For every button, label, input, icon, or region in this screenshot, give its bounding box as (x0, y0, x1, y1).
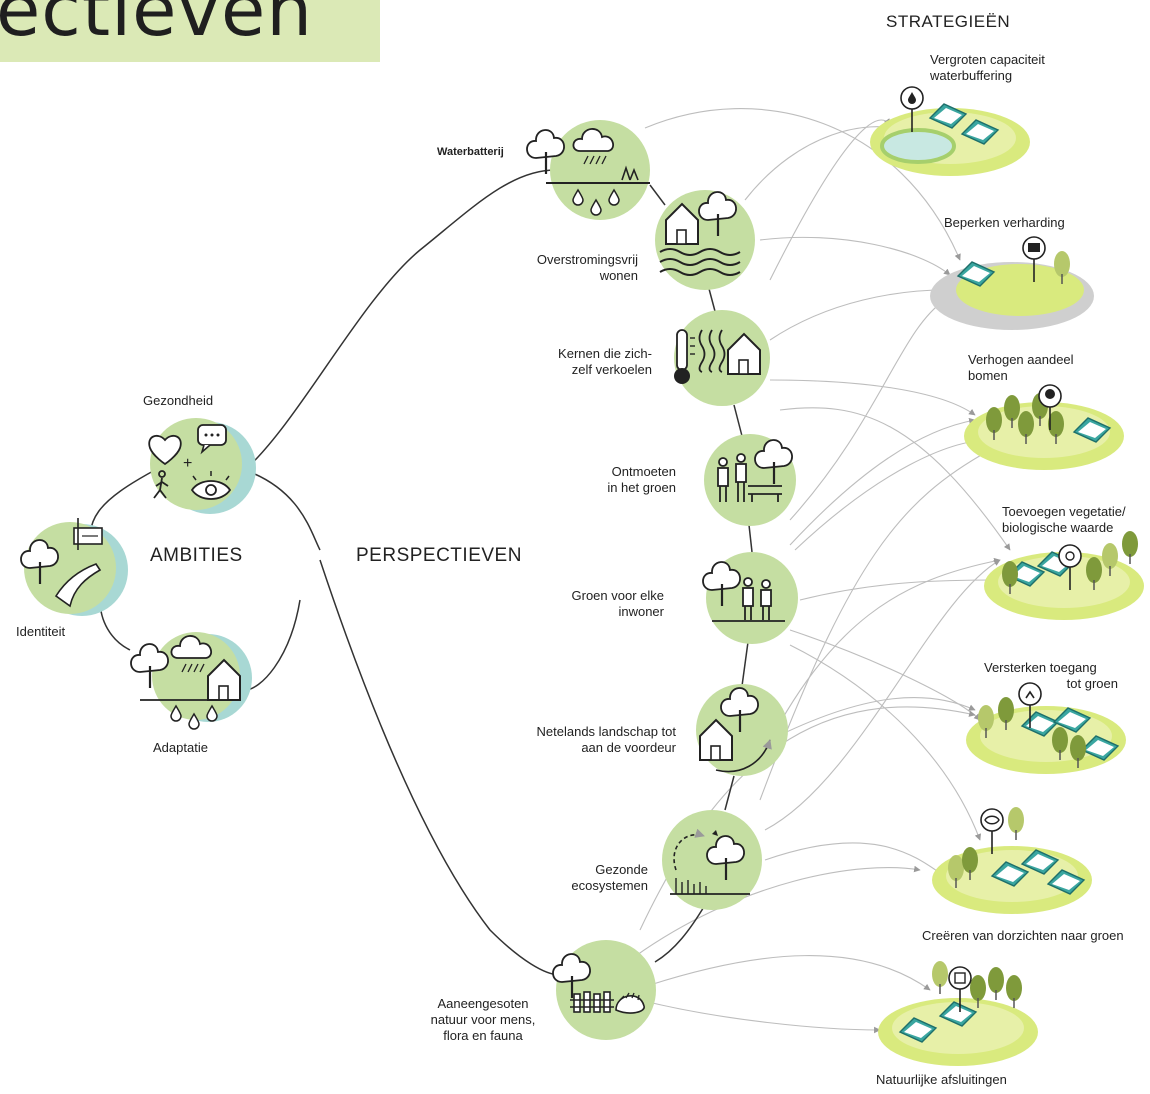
bench-icon (748, 485, 782, 502)
walker-icon (153, 470, 169, 499)
section-perspectieven: PERSPECTIEVEN (356, 545, 522, 566)
perspectief-ecosystemen (662, 810, 762, 910)
strategie-waterbuffering (870, 86, 1030, 176)
perspectief-ontmoeten (704, 434, 796, 526)
perspectief-label-ontmoeten: Ontmoeten in het groen (520, 464, 676, 496)
perspectief-kernen (674, 310, 770, 406)
section-ambities: AMBITIES (150, 545, 243, 566)
ambitie-identiteit (19, 518, 128, 616)
label-line: aan de voordeur (581, 740, 676, 755)
eye-icon (190, 471, 232, 500)
svg-text:+: + (183, 455, 192, 472)
strategie-label-doorzichten: Creëren van dorzichten naar groen (922, 928, 1124, 943)
road-icon (54, 563, 102, 608)
label-line: biologische waarde (1002, 520, 1114, 535)
pin-marker-icon (948, 966, 972, 1013)
label-line: in het groen (607, 480, 676, 495)
perspectief-label-netelands: Netelands landschap tot aan de voordeur (500, 724, 676, 756)
hedgehog-icon (615, 992, 645, 1014)
strategie-doorzichten (932, 806, 1092, 914)
label-line: ecosystemen (571, 878, 648, 893)
ambitie-adaptatie (129, 632, 252, 730)
strategie-label-waterbuffering: Vergroten capaciteit waterbuffering (930, 52, 1045, 84)
section-strategieen: STRATEGIEËN (886, 12, 1011, 31)
perspectief-label-groen-inwoner: Groen voor elke inwoner (510, 588, 665, 620)
pin-marker-icon (1038, 384, 1062, 431)
label-line: tot groen (1066, 676, 1118, 691)
sign-icon (73, 518, 103, 550)
label-line: Toevoegen vegetatie/ (1002, 504, 1126, 519)
perspectief-label-aaneengesloten: Aaneengesoten natuur voor mens, flora en… (408, 996, 558, 1044)
label-line: inwoner (618, 604, 664, 619)
pin-marker-icon (900, 86, 924, 133)
pin-marker-icon (980, 808, 1004, 855)
perspectief-label-overstromingsvrij: Overstromingsvrij wonen (480, 252, 638, 284)
perspectief-waterbatterij (525, 120, 650, 220)
label-line: Kernen die zich- (558, 346, 652, 361)
page-title: ectieven (0, 0, 313, 52)
pin-marker-icon (1058, 544, 1082, 591)
label-line: Groen voor elke (571, 588, 665, 603)
strategie-label-bomen: Verhogen aandeel bomen (968, 352, 1074, 384)
strategie-vegetatie (984, 530, 1144, 620)
label-line: Aaneengesoten (437, 996, 529, 1011)
label-line: wonen (599, 268, 638, 283)
perspectief-label-kernen: Kernen die zich- zelf verkoelen (500, 346, 652, 378)
perspectief-overstromingsvrij (655, 190, 755, 290)
ambitie-label-gezondheid: Gezondheid (143, 393, 214, 408)
fence-icon (570, 991, 614, 1013)
perspectief-aaneengesloten (551, 940, 656, 1040)
perspectief-label-ecosystemen: Gezonde ecosystemen (500, 862, 648, 894)
strategie-bomen (964, 384, 1124, 470)
label-line: Gezonde (595, 862, 648, 877)
spine-lines (89, 169, 753, 976)
speech-bubble-icon (197, 424, 227, 455)
label-line: Netelands landschap tot (536, 724, 676, 739)
ambitie-label-adaptatie: Adaptatie (153, 740, 208, 755)
heart-icon (148, 434, 182, 466)
label-line: Overstromingsvrij (536, 252, 638, 267)
people-icon (717, 453, 747, 502)
label-line: Verhogen aandeel (968, 352, 1074, 367)
perspectief-netelands (696, 684, 788, 776)
label-line: Vergroten capaciteit (930, 52, 1045, 67)
title-banner: ectieven (0, 0, 380, 62)
strategie-label-afsluitingen: Natuurlijke afsluitingen (876, 1072, 1007, 1087)
thermometer-icon (674, 329, 695, 384)
ambitie-gezondheid: + (148, 418, 256, 514)
pin-marker-icon (1018, 682, 1042, 729)
perspectief-label-waterbatterij: Waterbatterij (437, 146, 504, 158)
strategie-toegang (966, 682, 1126, 774)
label-line: Ontmoeten (611, 464, 676, 479)
label-line: bomen (968, 368, 1008, 383)
strategie-label-verharding: Beperken verharding (944, 215, 1065, 230)
label-line: Versterken toegang (984, 660, 1097, 675)
strategie-afsluitingen (878, 960, 1038, 1066)
label-line: zelf verkoelen (571, 362, 652, 377)
perspectief-groen-inwoner (701, 552, 798, 644)
ambitie-label-identiteit: Identiteit (16, 624, 66, 639)
strategie-verharding (930, 236, 1094, 330)
label-line: flora en fauna (443, 1028, 523, 1043)
strategie-label-toegang: Versterken toegang tot groen (984, 660, 1124, 692)
label-line: waterbuffering (930, 68, 1013, 83)
strategie-label-vegetatie: Toevoegen vegetatie/ biologische waarde (1002, 504, 1126, 536)
label-line: natuur voor mens, (430, 1012, 536, 1027)
pin-marker-icon (1022, 236, 1046, 283)
